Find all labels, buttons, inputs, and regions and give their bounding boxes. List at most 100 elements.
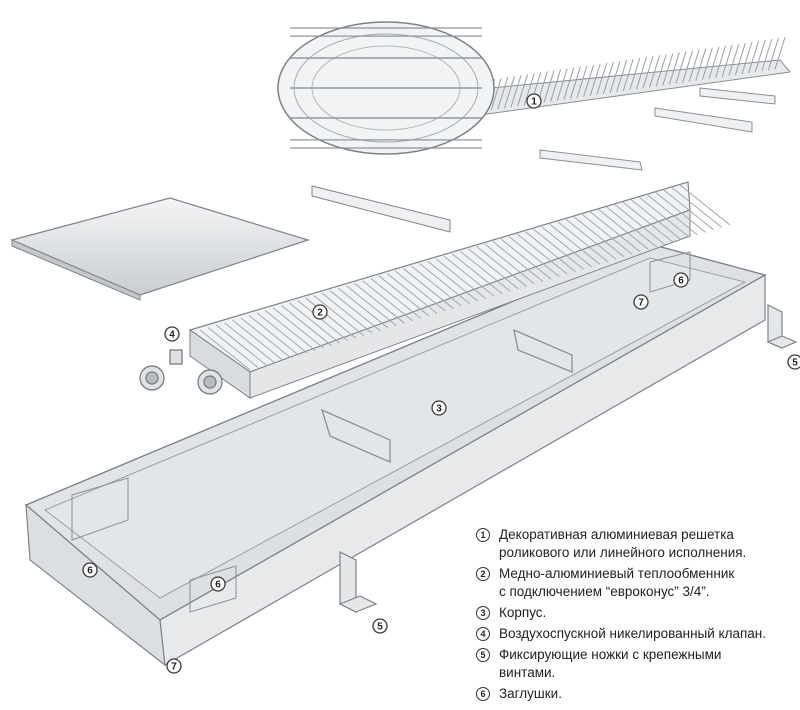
heat-exchanger-fin	[451, 253, 503, 295]
cover-plate	[10, 197, 310, 296]
heat-exchanger-fin	[248, 314, 300, 356]
connection-fittings	[139, 349, 223, 395]
legend-item-4: 4 Воздухоспускной никелированный клапан.	[476, 625, 796, 643]
grille-slat	[569, 66, 581, 99]
legend-number: 4	[476, 627, 490, 641]
heat-exchanger-fin	[630, 199, 682, 241]
heat-exchanger-fin	[492, 241, 544, 282]
grille-slat	[635, 57, 647, 90]
heat-exchanger-fin	[525, 231, 576, 273]
heat-exchanger-fin	[508, 236, 560, 278]
callout-marker-5: 5	[787, 354, 800, 370]
heat-exchanger-fin	[468, 248, 519, 290]
svg-text:6: 6	[678, 276, 684, 287]
heat-exchanger-fin	[541, 226, 593, 268]
callout-marker-3: 3	[431, 400, 447, 416]
heat-exchanger-fin	[394, 270, 446, 312]
heat-exchanger-fin	[419, 263, 470, 305]
heat-exchanger-fin	[403, 268, 454, 309]
fixing-foot-front	[338, 551, 378, 613]
legend-number: 5	[476, 648, 490, 662]
heat-exchanger-fin	[411, 265, 462, 307]
grille-slat	[715, 45, 727, 78]
grille-slat	[734, 42, 746, 76]
grille-slat	[563, 67, 575, 100]
callout-marker-6: 6	[210, 576, 226, 592]
grille-slat	[662, 53, 674, 86]
callout-marker-2: 2	[312, 304, 328, 320]
callout-marker-7: 7	[633, 294, 649, 310]
grille-slat	[649, 55, 661, 88]
svg-text:7: 7	[638, 298, 644, 309]
heat-exchanger-fin	[565, 219, 617, 260]
svg-text:2: 2	[317, 308, 323, 319]
heat-exchanger-fin	[329, 290, 381, 332]
heat-exchanger-fin	[663, 189, 715, 231]
heat-exchanger-fin	[281, 305, 332, 346]
callout-marker-7: 7	[166, 658, 182, 674]
cross-bar	[311, 185, 451, 233]
heat-exchanger-fin	[386, 273, 438, 314]
grille-slat	[668, 52, 680, 85]
heat-exchanger-fin	[606, 206, 658, 248]
svg-text:5: 5	[377, 622, 383, 633]
legend-text: Воздухоспускной никелированный клапан.	[499, 626, 767, 641]
heat-exchanger-fin	[671, 187, 723, 228]
heat-exchanger-fin	[289, 302, 340, 344]
legend-text: Заглушки.	[499, 686, 562, 701]
grille-slat	[688, 49, 700, 82]
housing	[24, 243, 767, 667]
grille-slat	[556, 68, 568, 101]
svg-text:1: 1	[531, 97, 537, 108]
heat-exchanger-fin	[207, 327, 259, 368]
grille-slat	[497, 77, 509, 110]
grille-slat	[490, 77, 502, 111]
heat-exchanger-fin	[647, 194, 698, 236]
grille-slat	[728, 43, 740, 77]
grille-slat	[774, 37, 786, 70]
grille-slat	[622, 58, 634, 92]
heat-exchanger-fin	[224, 322, 275, 364]
heat-exchanger-fin	[598, 209, 649, 250]
heat-exchanger-fin	[240, 317, 291, 359]
grille-slat	[642, 56, 654, 89]
grille-slat	[609, 60, 621, 94]
heat-exchanger-fin	[305, 297, 357, 339]
grille-slat	[517, 74, 529, 107]
grille-slat	[675, 51, 687, 84]
grille-slat	[682, 50, 694, 83]
grille-slat	[550, 69, 562, 102]
legend-number: 2	[476, 567, 490, 581]
svg-text:6: 6	[215, 580, 221, 591]
grille-slat	[589, 63, 601, 96]
heat-exchanger-fin	[362, 280, 414, 322]
heat-exchanger-fin	[443, 255, 495, 297]
grille-slat	[616, 59, 628, 93]
grille-slat	[748, 40, 760, 74]
legend-number: 6	[476, 687, 490, 701]
grille-slat	[761, 39, 773, 72]
heat-exchanger-fin	[378, 275, 430, 317]
callout-marker-1: 1	[526, 93, 542, 109]
grille-slat	[543, 70, 555, 103]
grille-slat	[629, 58, 641, 91]
callout-marker-6: 6	[82, 562, 98, 578]
heat-exchanger-fin	[614, 204, 666, 246]
heat-exchanger-fin	[582, 214, 633, 255]
heat-exchanger-fin	[215, 324, 267, 366]
grille-slat	[767, 38, 779, 71]
heat-exchanger-fin	[321, 292, 373, 334]
heat-exchanger-fin	[370, 277, 422, 319]
grille-slat	[576, 65, 588, 98]
heat-exchanger-fin	[264, 309, 316, 351]
heat-exchanger-fin	[639, 196, 690, 238]
legend-text: Медно-алюминиевый теплообменник с подклю…	[499, 566, 735, 599]
grille-slat	[602, 61, 614, 95]
grille-slat	[596, 62, 608, 96]
heat-exchanger-fin	[622, 201, 674, 243]
rolled-grille	[277, 21, 791, 171]
